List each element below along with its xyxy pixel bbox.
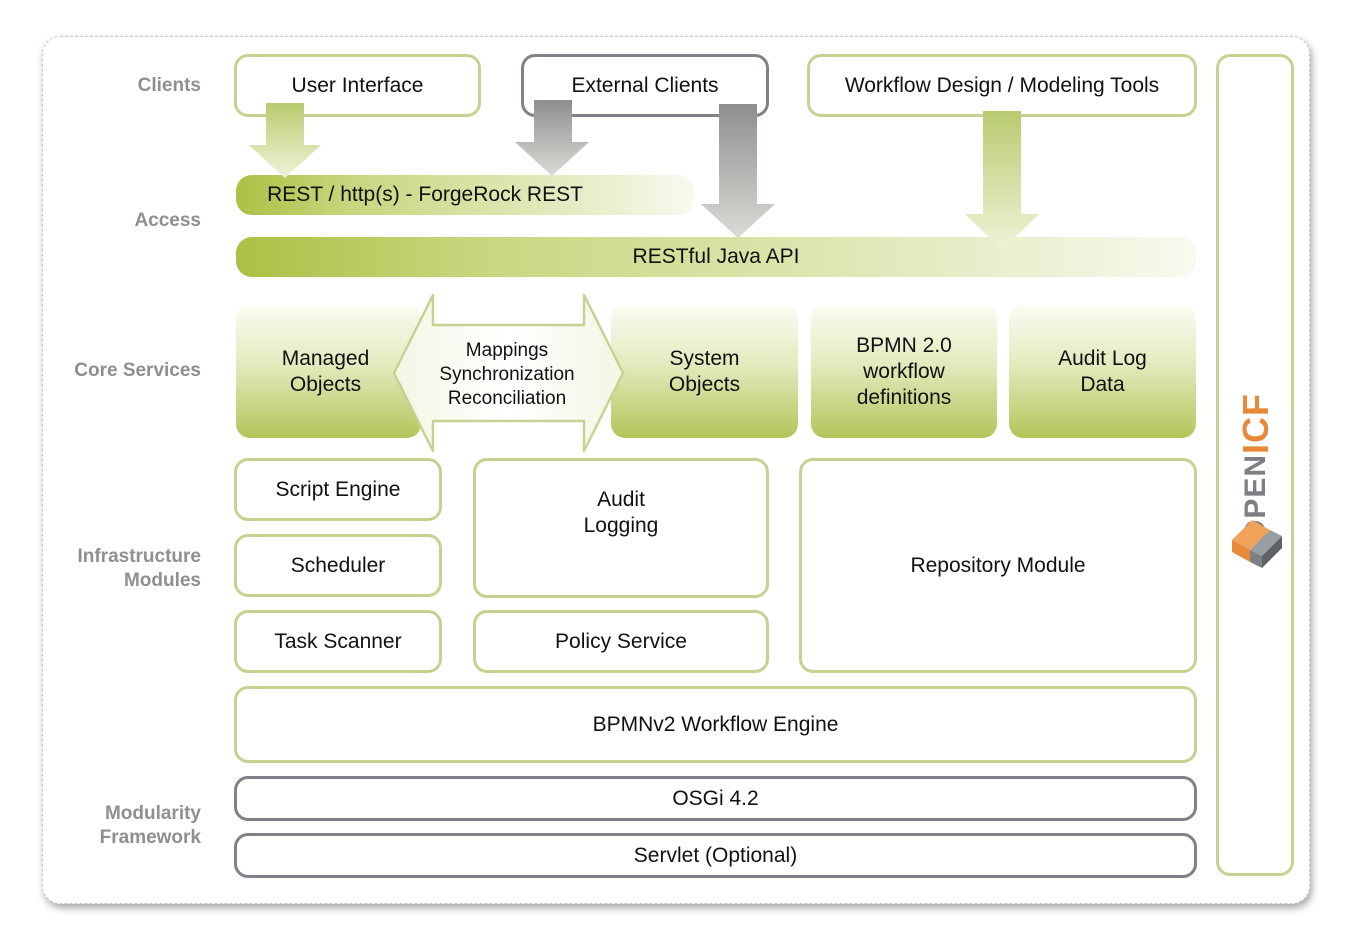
workflow-engine-box: BPMNv2 Workflow Engine [234, 686, 1197, 763]
openicf-panel [1216, 54, 1294, 876]
mappings-label: Mappings [466, 340, 548, 361]
arrow-external-clients-to-java-api [701, 104, 775, 238]
arrow-workflow-tools-to-java-api [965, 111, 1039, 250]
reconciliation-label: Reconciliation [448, 388, 566, 409]
row-label-access: Access [134, 210, 201, 231]
task-scanner-box: Task Scanner [234, 610, 442, 673]
osgi-box: OSGi 4.2 [234, 776, 1197, 821]
openicf-cube-icon [1232, 520, 1282, 568]
openicf-logo-icf: ICF [1235, 393, 1276, 454]
restful-java-api-bar: RESTful Java API [236, 237, 1196, 277]
row-label-infrastructure-modules: Infrastructure Modules [77, 546, 201, 591]
audit-log-data-box: Audit Log Data [1009, 305, 1196, 438]
row-label-modularity-framework: Modularity Framework [99, 803, 201, 848]
script-engine-box: Script Engine [234, 458, 442, 521]
row-label-core-services: Core Services [74, 360, 201, 381]
user-interface-box: User Interface [234, 54, 481, 117]
svg-text:OPENICF: OPENICF [1235, 393, 1276, 543]
policy-service-box: Policy Service [473, 610, 769, 673]
repository-module-box: Repository Module [799, 458, 1197, 673]
scheduler-box: Scheduler [234, 534, 442, 597]
servlet-box: Servlet (Optional) [234, 833, 1197, 878]
workflow-design-tools-box: Workflow Design / Modeling Tools [807, 54, 1197, 117]
arrow-external-clients-to-rest [515, 100, 589, 176]
row-label-clients: Clients [137, 75, 201, 96]
system-objects-box: System Objects [611, 305, 798, 438]
bpmn-definitions-box: BPMN 2.0 workflow definitions [811, 305, 997, 438]
rest-http-bar: REST / http(s) - ForgeRock REST [236, 175, 694, 215]
managed-objects-box: Managed Objects [236, 305, 421, 438]
arrow-user-interface-to-rest [249, 103, 321, 178]
synchronization-label: Synchronization [439, 364, 574, 385]
mappings-double-arrow [392, 293, 625, 453]
openicf-logo: OPENICF [1235, 393, 1276, 543]
audit-logging-box: Audit Logging [473, 458, 769, 598]
